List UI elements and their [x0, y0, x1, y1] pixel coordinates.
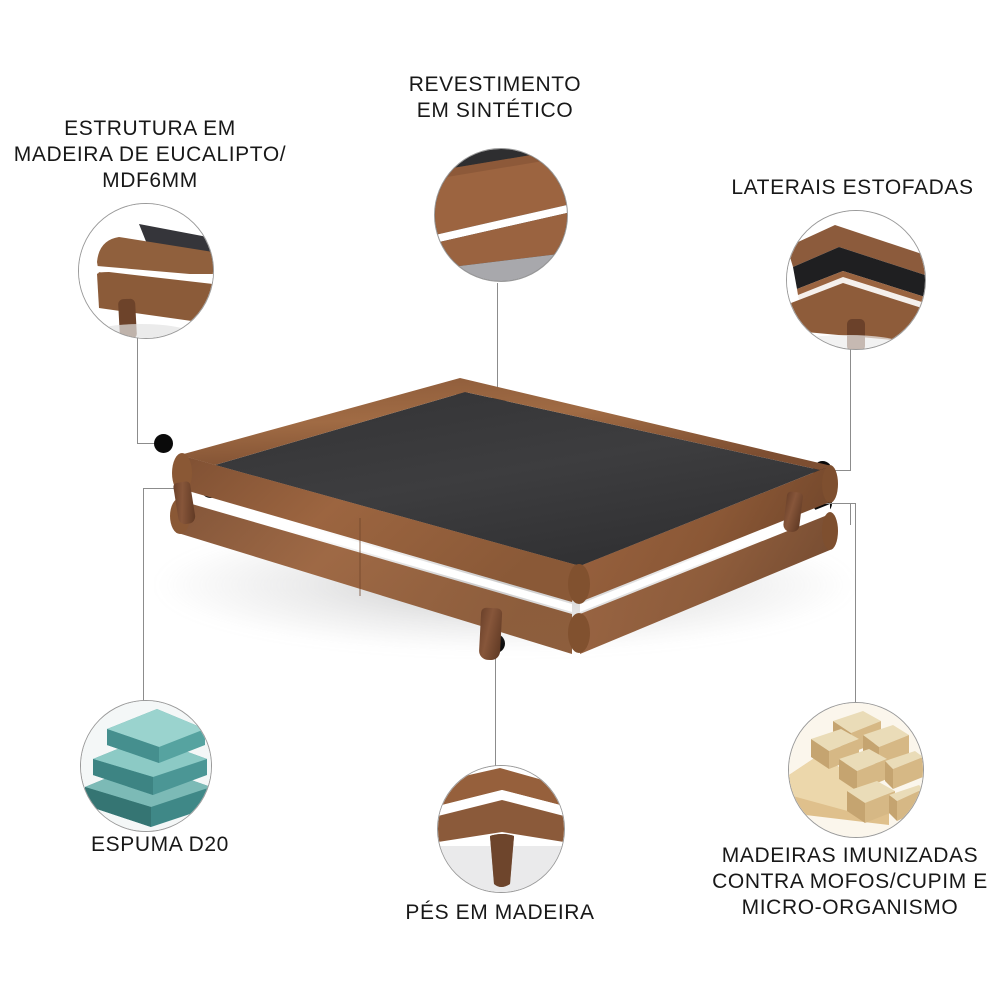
callout-laterais [786, 210, 926, 350]
feature-label-espuma: ESPUMA D20 [91, 833, 229, 856]
callout-pes [437, 765, 565, 893]
connector-revestimento-vertical [497, 283, 498, 405]
hotspot-dot-estrutura [154, 434, 173, 453]
bed-leg-front [478, 607, 503, 661]
callout-estrutura [78, 203, 214, 339]
connector-madeiras-vertical [855, 503, 856, 708]
callout-madeiras [788, 702, 924, 838]
upholstered-side-icon [787, 211, 925, 349]
connector-estrutura-vertical [137, 337, 138, 443]
connector-madeiras-horizontal [822, 503, 855, 504]
connector-laterais-horizontal [822, 470, 851, 471]
feature-label-laterais: LATERAIS ESTOFADAS [731, 176, 974, 199]
connector-laterais-vertical-2 [850, 503, 851, 525]
feature-label-estrutura: ESTRUTURA EM MADEIRA DE EUCALIPTO/ MDF6M… [13, 117, 287, 192]
wooden-foot-icon [438, 766, 564, 892]
feature-label-pes: PÉS EM MADEIRA [405, 901, 595, 924]
bed-frame [120, 370, 880, 690]
pine-wood-stack-icon [789, 703, 923, 837]
callout-espuma [80, 700, 212, 832]
bed-base-illustration [120, 370, 880, 690]
synthetic-leather-swatch-icon [435, 149, 567, 281]
connector-estrutura-horizontal [137, 443, 163, 444]
feature-label-madeiras: MADEIRAS IMUNIZADAS CONTRA MOFOS/CUPIM E… [712, 844, 988, 919]
connector-laterais-vertical [850, 348, 851, 470]
connector-espuma-vertical [143, 488, 144, 703]
foam-blocks-icon [81, 701, 211, 831]
bed-corner-detail-icon [79, 204, 213, 338]
callout-revestimento [434, 148, 568, 282]
feature-label-revestimento: REVESTIMENTO EM SINTÉTICO [408, 73, 582, 122]
connector-pes-vertical [495, 643, 496, 768]
